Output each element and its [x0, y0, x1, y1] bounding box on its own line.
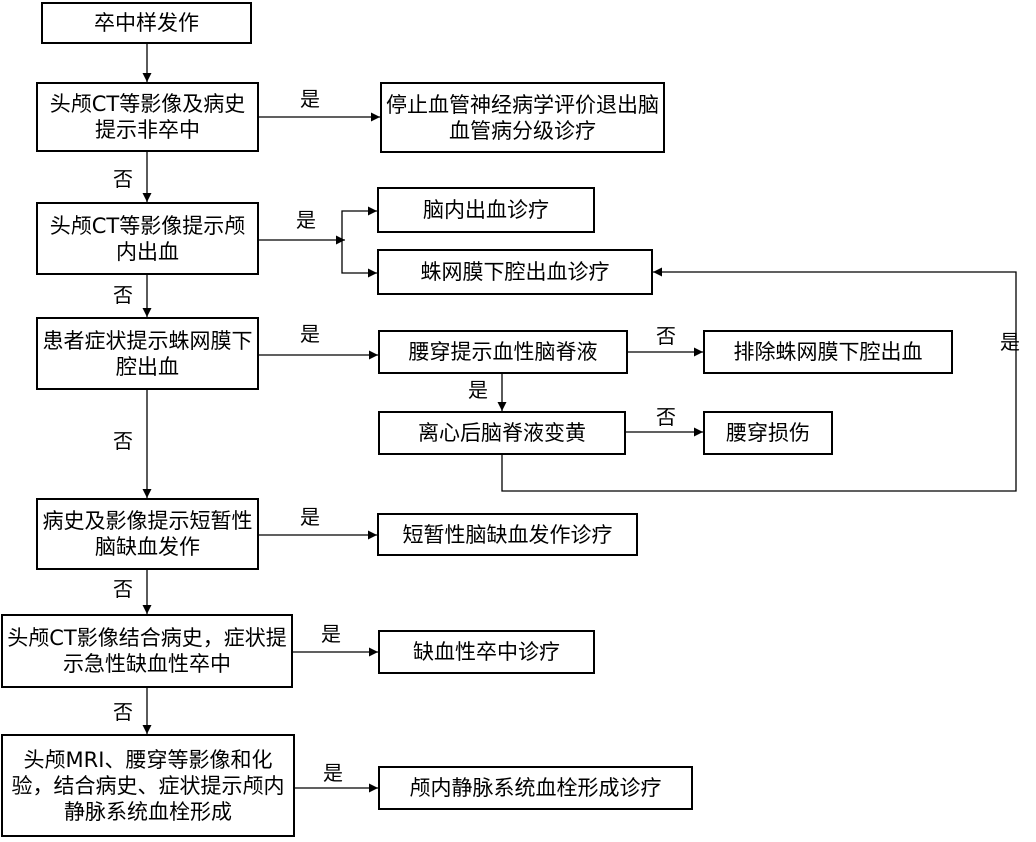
label-no-q3b: 否: [656, 405, 676, 429]
node-q3b: 离心后脑脊液变黄: [378, 411, 626, 455]
label-yes-q3: 是: [300, 322, 320, 346]
label-no-q3: 否: [113, 429, 133, 453]
label-yes-loop: 是: [1000, 330, 1020, 354]
node-q6: 头颅MRI、腰穿等影像和化验，结合病史、症状提示颅内静脉系统血栓形成: [1, 734, 295, 837]
node-r5: 缺血性卒中诊疗: [378, 630, 595, 674]
edge-junction-r2b: [341, 240, 377, 278]
node-q1: 头颅CT等影像及病史提示非卒中: [36, 82, 259, 152]
label-yes-q5: 是: [321, 622, 341, 646]
node-q3: 患者症状提示蛛网膜下腔出血: [36, 317, 259, 390]
node-r6: 颅内静脉系统血栓形成诊疗: [378, 766, 693, 810]
label-no-q2: 否: [113, 283, 133, 307]
label-yes-q1: 是: [300, 87, 320, 111]
label-no-q5: 否: [113, 700, 133, 724]
node-start: 卒中样发作: [41, 2, 252, 44]
label-yes-q3a: 是: [468, 378, 488, 402]
edge-junction-r2a: [341, 206, 377, 240]
node-r1: 停止血管神经病学评价退出脑血管病分级诊疗: [380, 82, 665, 153]
node-q5: 头颅CT影像结合病史，症状提示急性缺血性卒中: [1, 614, 293, 688]
edge-q3b-r2b: [501, 267, 1017, 492]
node-r2a: 脑内出血诊疗: [377, 187, 595, 233]
label-no-q1: 否: [113, 167, 133, 191]
label-no-q3a: 否: [656, 324, 676, 348]
label-yes-q4: 是: [300, 505, 320, 529]
node-r3a: 排除蛛网膜下腔出血: [703, 330, 953, 374]
label-no-q4: 否: [113, 577, 133, 601]
node-r2b: 蛛网膜下腔出血诊疗: [377, 249, 653, 295]
label-yes-q6: 是: [323, 761, 343, 785]
node-r3b: 腰穿损伤: [703, 411, 833, 455]
node-q3a: 腰穿提示血性脑脊液: [378, 330, 628, 374]
node-r4: 短暂性脑缺血发作诊疗: [377, 513, 638, 556]
label-yes-q2: 是: [296, 208, 316, 232]
node-q2: 头颅CT等影像提示颅内出血: [36, 202, 259, 275]
node-q4: 病史及影像提示短暂性脑缺血发作: [36, 498, 259, 570]
